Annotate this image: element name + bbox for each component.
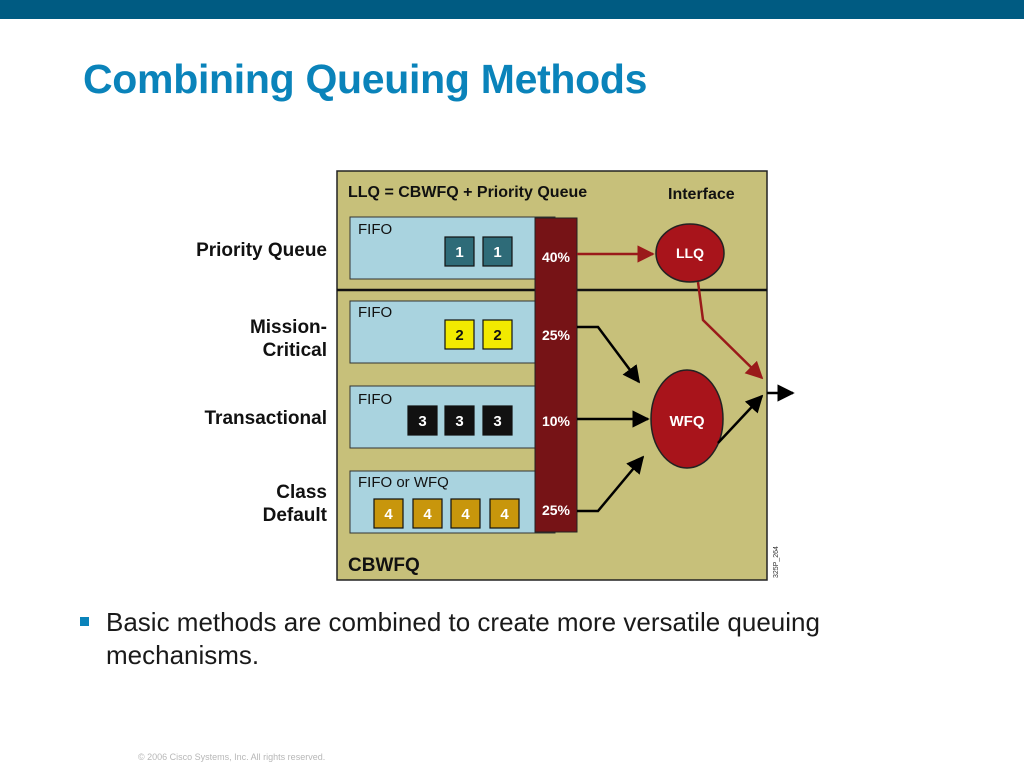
queue-type-priority: FIFO <box>358 221 392 238</box>
packet: 1 <box>482 236 513 267</box>
packet-label: 2 <box>455 327 463 344</box>
packet-label: 4 <box>500 506 509 523</box>
packet: 3 <box>444 405 475 436</box>
wfq-label: WFQ <box>670 413 705 430</box>
bandwidth-share-transactional: 10% <box>542 413 571 429</box>
bandwidth-bar <box>534 217 578 533</box>
bandwidth-share-priority: 40% <box>542 249 571 265</box>
queue-type-transactional: FIFO <box>358 391 392 408</box>
bandwidth-share-class-default: 25% <box>542 502 571 518</box>
queue-type-class-default: FIFO or WFQ <box>358 474 449 491</box>
packet: 3 <box>482 405 513 436</box>
packet: 1 <box>444 236 475 267</box>
arrow-class-default-to-wfq <box>577 455 645 513</box>
packet-label: 3 <box>418 413 426 430</box>
packet-label: 3 <box>493 413 501 430</box>
packet-label: 4 <box>461 506 470 523</box>
diagram-header: LLQ = CBWFQ + Priority Queue <box>348 184 587 201</box>
class-label-class-default-line1: Class <box>276 482 327 503</box>
packet-label: 4 <box>423 506 432 523</box>
slide-title: Combining Queuing Methods <box>83 56 648 102</box>
queue-type-mission-critical: FIFO <box>358 304 392 321</box>
packet-label: 3 <box>455 413 463 430</box>
class-label-class-default-line2: Default <box>263 505 328 526</box>
class-label-priority-queue: Priority Queue <box>196 240 327 261</box>
llq-label: LLQ <box>676 245 704 261</box>
top-banner <box>0 0 1024 19</box>
bullet-text: Basic methods are combined to create mor… <box>106 607 820 670</box>
wfq-scheduler <box>650 369 724 469</box>
packet-label: 1 <box>455 244 463 261</box>
packet: 4 <box>450 498 481 529</box>
class-label-mission-critical-line2: Critical <box>263 340 327 361</box>
interface-label: Interface <box>668 186 735 203</box>
packet: 3 <box>407 405 438 436</box>
figure-id: 325P_264 <box>773 546 780 578</box>
class-label-transactional: Transactional <box>205 408 328 429</box>
llq-diagram: LLQ = CBWFQ + Priority Queue Interface C… <box>196 170 795 581</box>
class-label-mission-critical-line1: Mission- <box>250 317 327 338</box>
packet: 4 <box>373 498 404 529</box>
bullet-item: Basic methods are combined to create mor… <box>80 606 940 672</box>
packet: 2 <box>482 319 513 350</box>
packet-label: 1 <box>493 244 501 261</box>
llq-scheduler <box>655 223 725 283</box>
bullet-list: Basic methods are combined to create mor… <box>80 606 940 672</box>
arrow-wfq-to-interface <box>717 394 764 444</box>
bullet-marker-icon <box>80 617 89 626</box>
cbwfq-label: CBWFQ <box>348 555 420 576</box>
packet: 4 <box>412 498 443 529</box>
arrow-mission-critical-to-wfq <box>577 325 641 384</box>
packet-label: 4 <box>384 506 393 523</box>
packet-label: 2 <box>493 327 501 344</box>
packet: 2 <box>444 319 475 350</box>
packet: 4 <box>489 498 520 529</box>
arrow-llq-to-interface <box>696 281 764 380</box>
bandwidth-share-mission-critical: 25% <box>542 327 571 343</box>
copyright-footer: © 2006 Cisco Systems, Inc. All rights re… <box>138 752 326 762</box>
